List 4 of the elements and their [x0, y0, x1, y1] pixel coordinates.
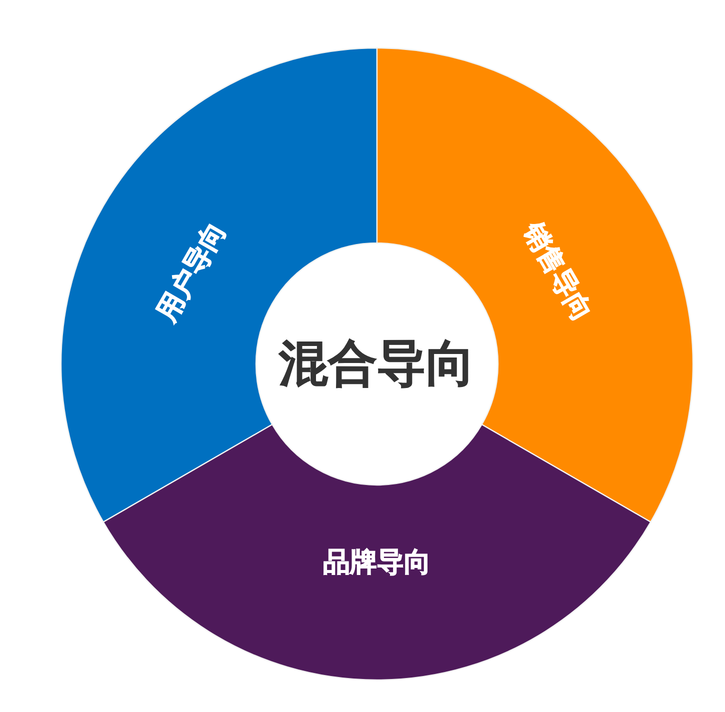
- segment-label: 用户导向: [152, 218, 232, 326]
- center-label: 混合导向: [279, 337, 475, 391]
- segment-label: 销售导向: [517, 218, 597, 326]
- segment-label: 品牌导向: [323, 548, 431, 578]
